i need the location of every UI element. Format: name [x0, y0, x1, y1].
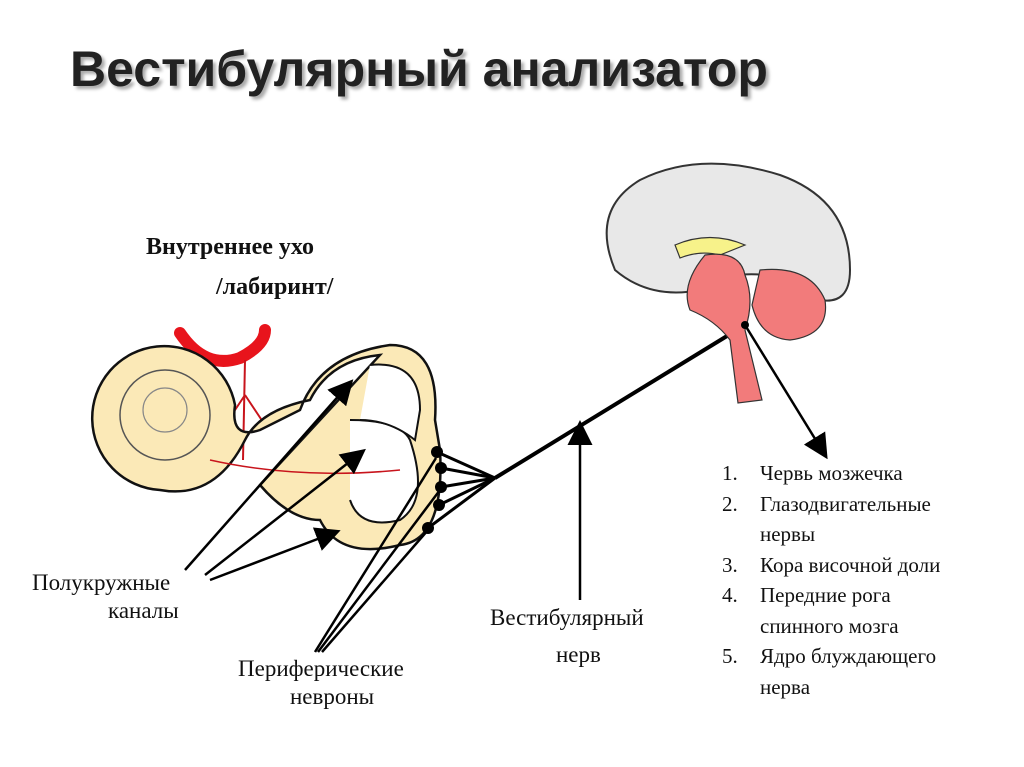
list-number: 5.	[722, 644, 738, 668]
neurons-label-2: невроны	[290, 684, 375, 709]
list-item: 5. Ядро блуждающего нерва	[722, 641, 1000, 702]
inner-ear-illustration	[91, 324, 442, 551]
pointer-arrows	[184, 324, 828, 653]
pointer-to-neuron	[313, 457, 438, 653]
list-number: 3.	[722, 552, 738, 577]
pointer-to-neuron	[317, 489, 441, 653]
brainstem	[686, 253, 763, 404]
neurons-label-1: Периферические	[238, 656, 404, 681]
arrow-to-target-list	[743, 324, 828, 460]
list-number: 2.	[722, 491, 738, 516]
list-text: Ядро блуждающего нерва	[760, 644, 937, 699]
canals-label-1: Полукружные	[32, 570, 171, 595]
arrow-to-canal	[209, 527, 341, 582]
peripheral-neurons	[422, 446, 496, 534]
list-text: Червь мозжечка	[760, 461, 903, 485]
neuron-fiber	[440, 466, 496, 480]
neuron-fiber	[436, 450, 496, 480]
canals-label-2: каналы	[108, 598, 179, 623]
vestibular-nerve-line	[493, 323, 747, 480]
neuron-body	[422, 522, 434, 534]
list-text: Передние рога спинного мозга	[760, 583, 899, 638]
blood-vessel	[174, 324, 271, 367]
list-number: 1.	[722, 461, 738, 485]
target-list: 1. Червь мозжечка 2. Глазодвигательные нер…	[722, 458, 1000, 702]
list-text: Глазодвигательные нервы	[760, 491, 931, 547]
labyrinth-label: /лабиринт/	[216, 274, 334, 300]
pointer-to-neuron	[321, 529, 429, 653]
list-text: Кора височной доли	[760, 552, 941, 577]
neuron-fiber	[440, 476, 496, 489]
neuron-body	[435, 462, 447, 474]
neuron-fiber	[427, 476, 496, 530]
list-item: 1. Червь мозжечка	[722, 458, 1000, 489]
neuron-body	[431, 446, 443, 458]
nerve-label-1: Вестибулярный	[490, 605, 644, 630]
list-item: 2. Глазодвигательные нервы	[722, 489, 1000, 550]
list-number: 4.	[722, 583, 738, 607]
cochlea-spiral-inner	[142, 387, 188, 433]
nerve-label-2: нерв	[556, 642, 601, 667]
neuron-body	[433, 499, 445, 511]
arrow-to-canal	[204, 448, 366, 576]
neuron-body	[435, 481, 447, 493]
canal-loop-upper	[359, 363, 422, 442]
vessel-thin	[209, 459, 401, 475]
brain-illustration	[605, 162, 852, 404]
arrow-to-canal	[184, 379, 354, 571]
cerebellum	[751, 268, 827, 341]
cochlea-spiral-outer	[119, 369, 211, 461]
corpus-callosum	[674, 236, 747, 259]
inner-ear-label: Внутреннее ухо	[146, 234, 314, 260]
list-item: 4. Передние рога спинного мозга	[722, 580, 1000, 641]
list-item: 3. Кора височной доли	[722, 550, 1000, 581]
neuron-fiber	[438, 476, 496, 507]
slide-title: Вестибулярный анализатор	[70, 41, 768, 97]
